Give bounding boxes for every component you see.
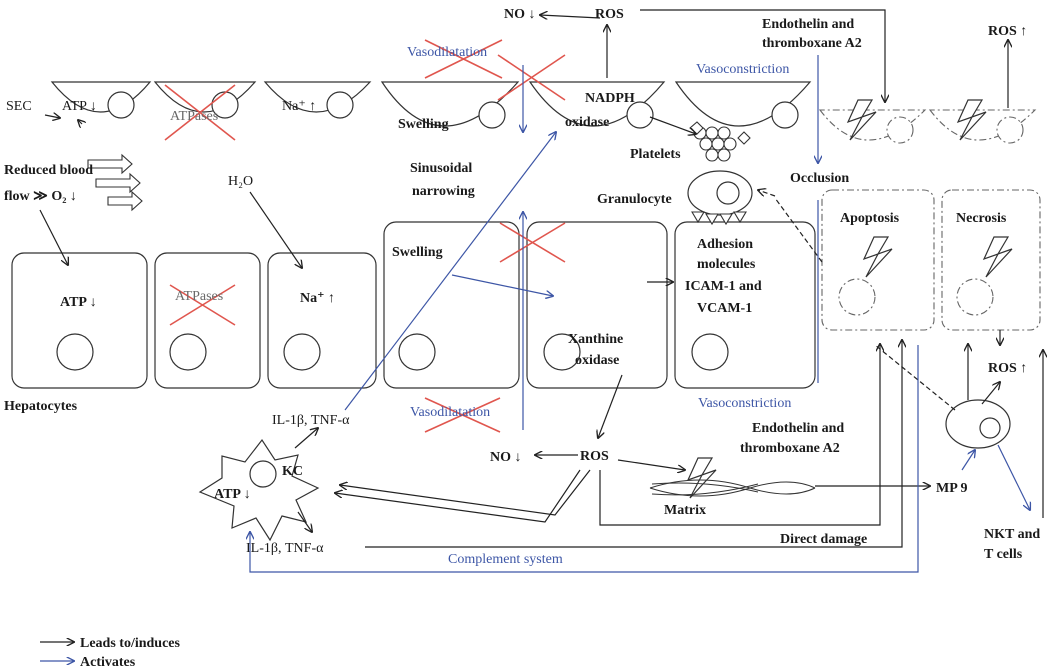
ros-up-top-label: ROS ↑	[988, 24, 1027, 39]
hepatocyte-nucleus-3	[283, 333, 321, 371]
hepatocyte-atpases-label: ATPases	[175, 289, 223, 304]
vasoconstriction-bottom-label: Vasoconstriction	[698, 396, 791, 411]
endothelin-top-label-2: thromboxane A2	[762, 36, 862, 51]
hepatocyte-nucleus-2	[169, 333, 207, 371]
lightning-icon	[956, 99, 987, 141]
sec-nucleus-6	[771, 101, 799, 129]
sec-nucleus-3	[326, 91, 354, 119]
hepatocyte-na-label: Na⁺ ↑	[300, 291, 335, 306]
sec-nucleus-1	[107, 91, 135, 119]
sinusoidal-label-2: narrowing	[412, 184, 475, 199]
lightning-icon	[846, 99, 877, 141]
nadph-label-2: oxidase	[565, 115, 609, 130]
il1-tnf-upper-label: IL-1β, TNF-α	[272, 413, 350, 428]
kc-label: KC	[282, 464, 303, 479]
matrix-label: Matrix	[664, 503, 706, 518]
nkt-cell	[945, 399, 1011, 449]
adhesion-label-1: Adhesion	[697, 237, 753, 252]
hepatocyte-nucleus-4	[398, 333, 436, 371]
granulocyte-label: Granulocyte	[597, 192, 672, 207]
sec-cell-1	[50, 81, 152, 113]
legend: Leads to/induces Activates	[40, 636, 181, 670]
xanthine-label-1: Xanthine	[568, 332, 623, 347]
sec-na-label: Na⁺ ↑	[282, 99, 316, 114]
lightning-icon	[982, 236, 1013, 278]
reduced-blood-label-1: Reduced blood	[4, 163, 93, 178]
h2o-label: H₂O	[228, 174, 253, 189]
adhesion-label-2: molecules	[697, 257, 756, 272]
complement-label: Complement system	[448, 552, 563, 567]
sinusoidal-label-1: Sinusoidal	[410, 161, 472, 176]
sec-cell-6	[674, 81, 812, 127]
sec-nucleus-4	[478, 101, 506, 129]
vasoconstriction-top-label: Vasoconstriction	[696, 62, 789, 77]
adhesion-label-4: VCAM-1	[697, 301, 752, 316]
adhesion-label-3: ICAM-1 and	[685, 279, 762, 294]
inhibition-crosses	[164, 39, 566, 433]
hepatocyte-swelling-label: Swelling	[392, 245, 443, 260]
granulocyte-cell	[687, 170, 753, 226]
nkt-label-1: NKT and	[984, 527, 1040, 542]
sec-nucleus-5	[626, 101, 654, 129]
sec-nucleus-damaged-2	[996, 116, 1024, 144]
sec-label: SEC	[6, 99, 32, 114]
lightning-icon	[862, 236, 893, 278]
hepatocyte-nucleus-6	[691, 333, 729, 371]
sec-cell-3	[263, 81, 372, 113]
hepatocytes-label: Hepatocytes	[4, 399, 78, 414]
legend-activates-label: Activates	[80, 655, 136, 670]
ros-top-label: ROS	[595, 7, 624, 22]
hepatocyte-nucleus-1	[56, 333, 94, 371]
il1-tnf-lower-label: IL-1β, TNF-α	[246, 541, 324, 556]
hepatocyte-1	[11, 252, 148, 389]
hepatocytes	[11, 189, 1041, 389]
no-top-label: NO ↓	[504, 7, 536, 22]
necrosis-label: Necrosis	[956, 211, 1007, 226]
sec-nucleus-damaged-1	[886, 116, 914, 144]
hepatocyte-atp-label: ATP ↓	[60, 295, 97, 310]
platelets-label: Platelets	[630, 147, 681, 162]
apoptosis-label: Apoptosis	[840, 211, 900, 226]
sec-cell-2	[153, 81, 257, 113]
black-arrows	[39, 9, 1043, 548]
ros-bottom-label: ROS	[580, 449, 609, 464]
sec-atpases-label: ATPases	[170, 109, 218, 124]
hepatocyte-3	[267, 252, 377, 389]
hepatocyte-2	[154, 252, 261, 389]
ros-up-right-label: ROS ↑	[988, 361, 1027, 376]
matrix-fibers	[649, 479, 816, 497]
necrosis-nucleus	[956, 278, 994, 316]
vasodilatation-top-label: Vasodilatation	[407, 45, 487, 60]
sec-cells	[50, 81, 1037, 144]
reduced-blood-label-2: flow ≫ O₂ ↓	[4, 189, 77, 204]
direct-damage-label: Direct damage	[780, 532, 867, 547]
lightning-icons	[686, 99, 1013, 499]
legend-leads-to-label: Leads to/induces	[80, 636, 181, 651]
kc-atp-label: ATP ↓	[214, 487, 251, 502]
no-bottom-label: NO ↓	[490, 450, 522, 465]
mp9-label: MP 9	[936, 481, 968, 496]
platelets-cluster	[689, 121, 751, 162]
sec-atp-label: ATP ↓	[62, 99, 97, 114]
apoptosis-nucleus	[838, 278, 876, 316]
blue-arrows	[250, 55, 1030, 573]
hepatocyte-nucleus-5	[543, 333, 581, 371]
endothelin-bottom-label-1: Endothelin and	[752, 421, 844, 436]
vasodilatation-bottom-label: Vasodilatation	[410, 405, 490, 420]
sec-cell-5	[528, 81, 666, 127]
nkt-label-2: T cells	[984, 547, 1023, 562]
endothelin-top-label-1: Endothelin and	[762, 17, 854, 32]
sec-swelling-label: Swelling	[398, 117, 449, 132]
xanthine-label-2: oxidase	[575, 353, 619, 368]
blood-flow-arrows	[87, 153, 143, 212]
sec-cell-4	[380, 81, 520, 127]
text-labels: SEC ATP ↓ ATPases Na⁺ ↑ Swelling NADPH o…	[4, 7, 1040, 567]
kupffer-cell	[198, 438, 320, 542]
occlusion-label: Occlusion	[790, 171, 849, 186]
endothelin-bottom-label-2: thromboxane A2	[740, 441, 840, 456]
nadph-label-1: NADPH	[585, 91, 635, 106]
lightning-icon	[686, 457, 717, 499]
